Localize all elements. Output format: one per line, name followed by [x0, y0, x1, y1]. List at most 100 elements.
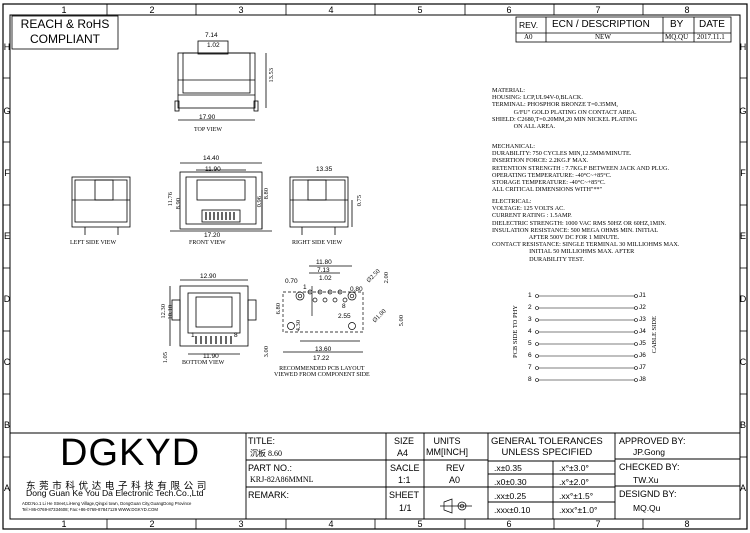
dim-pcb-680: 6.80 — [275, 303, 282, 315]
zone-col-4: 4 — [328, 5, 334, 15]
rev-cell-desc: NEW — [595, 33, 611, 41]
dim-front-890: 8.90 — [175, 198, 182, 210]
dim-bot-1010: 10.10 — [167, 305, 174, 320]
dim-front-1440: 14.40 — [203, 155, 220, 162]
dim-pcb-1360: 13.60 — [315, 346, 332, 353]
compliance-label: REACH & RoHS COMPLIANT — [20, 17, 110, 46]
tol-xx: .xx±0.25 — [494, 491, 527, 501]
designed-value: MQ.Qu — [633, 503, 661, 513]
zone-row-f-right: F — [740, 168, 746, 178]
rev-value: A0 — [449, 475, 461, 485]
zone-col-5: 5 — [417, 5, 423, 15]
dim-pcb-1722: 17.22 — [313, 355, 330, 362]
schematic-pin-8: 8 — [528, 376, 532, 383]
schematic-jack-j6: J6 — [639, 352, 646, 359]
schematic-jack-j7: J7 — [639, 364, 646, 371]
checked-label: CHECKED BY: — [619, 462, 680, 472]
tol-x0: .x0±0.30 — [494, 477, 527, 487]
dim-pcb-255: 2.55 — [338, 313, 351, 320]
notes-electrical: ELECTRICAL: VOLTAGE: 125 VOLTS AC. CURRE… — [492, 198, 680, 263]
dim-bot-1290: 12.90 — [200, 273, 217, 280]
schematic-pin-1: 1 — [528, 292, 532, 299]
top-view-label: TOP VIEW — [194, 127, 223, 133]
title-label: TITLE: — [248, 436, 276, 446]
schematic-pin-6: 6 — [528, 352, 532, 359]
bottom-view-label: BOTTOM VIEW — [182, 360, 225, 366]
rev-cell-rev: A0 — [524, 33, 533, 41]
schematic-pin-2: 2 — [528, 304, 532, 311]
dim-front-096: 0.96 — [256, 196, 263, 208]
title-value: 沉板 8.60 — [250, 449, 282, 458]
zone-col-8: 8 — [684, 5, 690, 15]
dim-pcb-500: 5.00 — [398, 315, 405, 327]
rev-header-date: DATE — [699, 19, 725, 30]
rev-cell-date: 2017.11.1 — [697, 33, 725, 41]
dim-pcb-pin8: 8 — [342, 303, 346, 310]
dim-bot-pin8: 8 — [234, 332, 238, 339]
part-label: PART NO.: — [248, 463, 293, 473]
schematic-jack-j3: J3 — [639, 316, 646, 323]
dim-bot-105: 1.05 — [162, 352, 169, 364]
left-side-view-label: LEFT SIDE VIEW — [70, 240, 117, 246]
company-cn-name: 东 莞 市 科 优 达 电 子 科 技 有 限 公 司 — [26, 481, 207, 492]
tol-xxx: .xxx±0.10 — [494, 505, 531, 515]
schematic-pin-5: 5 — [528, 340, 532, 347]
dim-right-075: 0.75 — [356, 195, 363, 207]
dim-front-1720: 17.20 — [204, 232, 221, 239]
zone-row-b-right: B — [739, 420, 746, 430]
zone-col-2-bottom: 2 — [149, 519, 155, 529]
dim-pcb-200: 2.00 — [383, 272, 390, 284]
dim-bot-1190: 11.90 — [203, 353, 219, 360]
zone-row-h: H — [3, 42, 11, 52]
approved-value: JP.Gong — [633, 447, 665, 457]
rev-header-desc: ECN / DESCRIPTION — [552, 19, 650, 30]
tol-x: .x±0.35 — [494, 463, 522, 473]
rev-header-rev: REV. — [519, 20, 539, 30]
designed-label: DESIGND BY: — [619, 489, 677, 499]
dim-top-102: 1.02 — [207, 42, 220, 49]
zone-row-c: C — [3, 357, 11, 367]
sheet-label: SHEET — [389, 490, 420, 500]
zone-col-1-bottom: 1 — [61, 519, 67, 529]
zone-row-g-right: G — [739, 106, 747, 116]
dim-front-1176: 11.76 — [167, 192, 174, 207]
dim-pcb-102: 1.02 — [319, 275, 332, 282]
dim-pcb-080: 0.80 — [350, 286, 363, 293]
size-value: A4 — [397, 448, 409, 458]
sheet-value: 1/1 — [399, 503, 412, 513]
tolerance-label: GENERAL TOLERANCES UNLESS SPECIFIED — [491, 436, 603, 458]
zone-col-6-bottom: 6 — [506, 519, 512, 529]
tol-angle-xx: .xx°±1.5° — [559, 491, 594, 501]
units-label: UNITS MM[INCH] — [426, 436, 468, 457]
dim-bot-1230: 12.30 — [160, 304, 167, 319]
schematic-jack-j5: J5 — [639, 340, 646, 347]
zone-col-2: 2 — [149, 5, 155, 15]
schematic-pin-3: 3 — [528, 316, 532, 323]
tol-angle-xxx: .xxx°±1.0° — [559, 505, 598, 515]
dim-top-1790: 17.90 — [199, 114, 216, 121]
company-en-name: Dong Guan Ke You Da Electronic Tech.Co.,… — [26, 488, 204, 498]
size-label: SIZE — [394, 436, 415, 446]
dim-pcb-300: 3.00 — [263, 346, 270, 358]
zone-row-a: A — [3, 483, 10, 493]
right-side-view-label: RIGHT SIDE VIEW — [292, 240, 343, 246]
dim-pcb-713: 7.13 — [317, 267, 330, 274]
zone-col-7-bottom: 7 — [595, 519, 601, 529]
scale-value: 1:1 — [398, 475, 411, 485]
schematic-jack-j2: J2 — [639, 304, 646, 311]
zone-col-4-bottom: 4 — [328, 519, 334, 529]
zone-row-f: F — [4, 168, 10, 178]
zone-row-a-right: A — [739, 483, 746, 493]
company-logo: DGKYD — [60, 432, 201, 474]
dim-front-1190: 11.90 — [205, 166, 221, 173]
zone-col-1: 1 — [61, 5, 67, 15]
schematic-right-label: CABLE SIDE — [651, 316, 658, 354]
zone-row-c-right: C — [739, 357, 747, 367]
dim-top-1353: 13.53 — [268, 68, 275, 83]
schematic-pin-4: 4 — [528, 328, 532, 335]
zone-col-8-bottom: 8 — [684, 519, 690, 529]
rev-cell-by: MQ.QU — [665, 33, 689, 41]
scale-label: SACLE — [390, 463, 420, 473]
zone-col-5-bottom: 5 — [417, 519, 423, 529]
